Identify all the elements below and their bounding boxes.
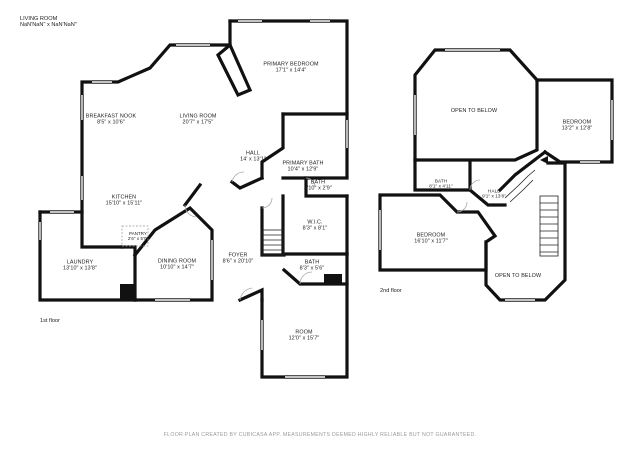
room-label-foyer: FOYER 8'6" x 20'10"	[222, 252, 254, 265]
fill-block-bath	[324, 274, 342, 285]
floor-label-first: 1st floor	[40, 318, 60, 324]
room-label-hall-1: HALL 14' x 13'1"	[240, 150, 266, 163]
room-label-hall-2: HALL 9'1" x 13'8"	[482, 188, 506, 199]
header-line-1: LIVING ROOM	[20, 16, 58, 22]
first-floor-stairs	[261, 229, 285, 256]
room-label-bedroom-left: BEDROOM 16'10" x 11'7"	[414, 232, 448, 245]
room-label-living-room: LIVING ROOM 20'7" x 17'5"	[179, 113, 217, 126]
room-label-bath-2: BATH 8'1" x 4'11"	[429, 178, 453, 189]
room-label-pantry: PANTRY 2'6" x 5'0"	[127, 230, 149, 241]
room-label-bath-small: BATH 4'10" x 2'9"	[304, 179, 332, 192]
room-label-kitchen: KITCHEN 15'10" x 15'11"	[105, 194, 143, 207]
pantry-outline	[121, 225, 149, 247]
fill-block-hall	[540, 156, 548, 164]
footer-disclaimer: FLOOR PLAN CREATED BY CUBICASA APP. MEAS…	[163, 432, 477, 438]
room-label-bath-1: BATH 8'3" x 5'6"	[299, 259, 325, 272]
first-floor-windows	[38, 19, 349, 379]
room-label-primary-bedroom: PRIMARY BEDROOM 17'1" x 14'4"	[263, 61, 319, 74]
second-floor-windows	[378, 48, 614, 302]
room-label-primary-bath: PRIMARY BATH 10'4" x 12'9"	[282, 160, 324, 173]
room-label-wic: W.I.C. 8'3" x 8'1"	[302, 219, 328, 232]
header-line-2: NaN'NaN" x NaN'NaN"	[20, 22, 77, 29]
room-label-bedroom-right: BEDROOM 13'2" x 12'8"	[561, 119, 593, 132]
room-label-open-below-2: OPEN TO BELOW	[494, 272, 542, 279]
room-label-room: ROOM 12'0" x 15'7"	[288, 329, 320, 342]
fill-block-laundry	[120, 284, 135, 300]
overlapping-header-label: LIVING ROOM NaN'NaN" x NaN'NaN"	[20, 16, 77, 29]
first-floor-walls	[38, 19, 349, 379]
second-floor-stairs	[504, 169, 559, 257]
room-label-dining-room: DINING ROOM 10'10" x 14'7"	[157, 258, 197, 271]
room-label-open-below-1: OPEN TO BELOW	[450, 107, 498, 114]
room-label-laundry: LAUNDRY 13'10" x 13'8"	[63, 259, 97, 272]
second-floor-door-arcs	[456, 179, 481, 213]
second-floor-walls	[378, 48, 614, 302]
first-floor-door-arcs	[184, 171, 316, 301]
room-label-breakfast-nook: BREAKFAST NOOK 8'5" x 10'6"	[85, 113, 137, 126]
floor-label-second: 2nd floor	[380, 288, 402, 294]
